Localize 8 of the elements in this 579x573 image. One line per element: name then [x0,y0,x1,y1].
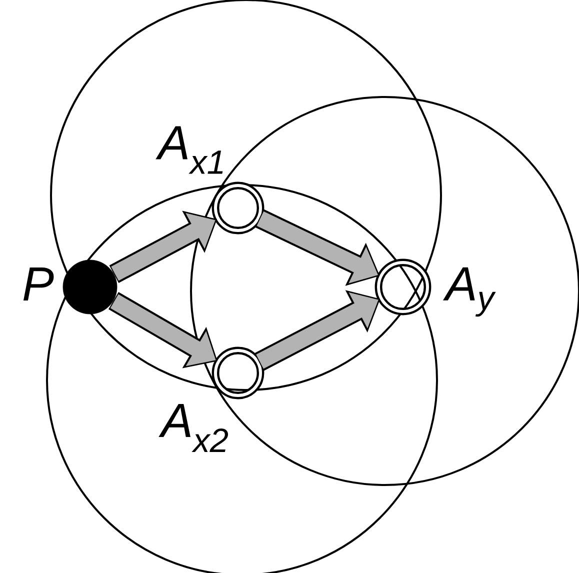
node-label: P [23,267,54,300]
double-circle [374,258,432,316]
point-marker [62,260,118,314]
double-circle [212,346,264,400]
node-label: A$_{x2}$ [158,404,228,452]
node-label: A$_{y}$ [442,267,496,317]
node-label: A$_{x1}$ [156,126,223,174]
double-circle [212,182,264,234]
